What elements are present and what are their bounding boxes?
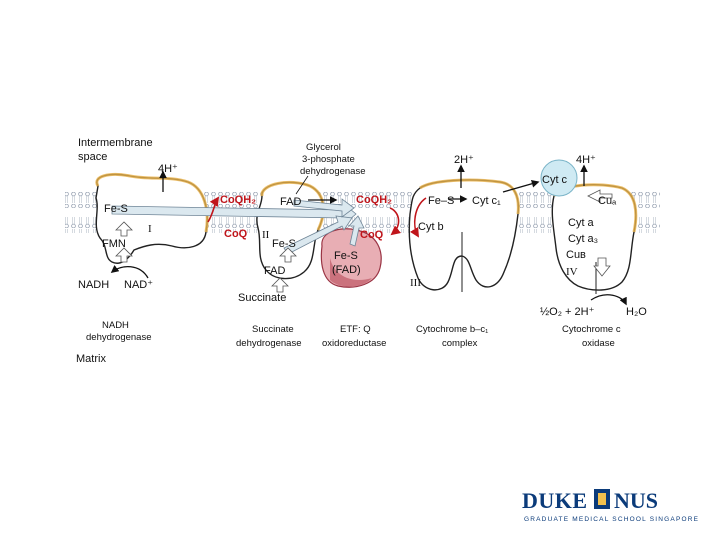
etf-name-1: ETF: Q bbox=[340, 324, 371, 335]
logo-duke-text: DUKE bbox=[522, 488, 588, 513]
cyt-c-label: Cyt c bbox=[542, 174, 568, 186]
cu-b-label: Cuʙ bbox=[566, 249, 586, 261]
etf-fad: (FAD) bbox=[332, 264, 361, 276]
coqh2-right-label: CoQH₂ bbox=[356, 194, 392, 206]
complex3-cyt-b: Cyt b bbox=[418, 221, 444, 233]
glycerol-dh-fad: FAD bbox=[280, 196, 301, 208]
complex3-roman: III bbox=[410, 277, 421, 289]
complex2-name-2: dehydrogenase bbox=[236, 338, 302, 349]
complex3-fes: Fe–S bbox=[428, 195, 454, 207]
complex2-roman: II bbox=[262, 229, 270, 241]
complex4-name-2: oxidase bbox=[582, 338, 615, 349]
cyt-a-label: Cyt a bbox=[568, 217, 595, 229]
complex3-name-1: Cytochrome b–c₁ bbox=[416, 324, 488, 335]
complex1-name-2: dehydrogenase bbox=[86, 332, 152, 343]
logo-nus-text: NUS bbox=[614, 488, 658, 513]
intermembrane-label-2: space bbox=[78, 151, 107, 163]
etf-name-2: oxidoreductase bbox=[322, 338, 386, 349]
glycerol-dh-name-1: Glycerol bbox=[306, 142, 341, 153]
glycerol-dh-name-2: 3-phosphate bbox=[302, 154, 355, 165]
matrix-label: Matrix bbox=[76, 353, 106, 365]
complex1-roman: I bbox=[148, 223, 152, 235]
complex2-fes: Fe-S bbox=[272, 238, 296, 250]
complex4-name-1: Cytochrome c bbox=[562, 324, 621, 335]
proton-arrows bbox=[163, 166, 584, 192]
complex1-protons: 4H⁺ bbox=[158, 163, 178, 175]
complex1-name-1: NADH bbox=[102, 320, 129, 331]
complex1-fes: Fe-S bbox=[104, 203, 128, 215]
cyt-a3-label: Cyt a₃ bbox=[568, 233, 598, 245]
complex4-roman: IV bbox=[566, 266, 578, 278]
nad-plus-label: NAD⁺ bbox=[124, 279, 153, 291]
logo-subtitle: GRADUATE MEDICAL SCHOOL SINGAPORE bbox=[524, 516, 699, 523]
complex1-fmn: FMN bbox=[102, 238, 126, 250]
coqh2-left-label: CoQH₂ bbox=[220, 194, 256, 206]
nadh-label: NADH bbox=[78, 279, 109, 291]
coq-right-label: CoQ bbox=[360, 229, 384, 241]
complex2-fad: FAD bbox=[264, 265, 285, 277]
glycerol-dh-name-3: dehydrogenase bbox=[300, 166, 366, 177]
succinate-label: Succinate bbox=[238, 292, 286, 304]
oxygen-reaction-right: H₂O bbox=[626, 306, 647, 318]
complex-3-shape bbox=[409, 180, 518, 292]
complex3-protons: 2H⁺ bbox=[454, 154, 474, 166]
complex2-name-1: Succinate bbox=[252, 324, 294, 335]
etf-fes: Fe-S bbox=[334, 250, 358, 262]
cu-a-label: Cuₐ bbox=[598, 195, 617, 207]
coq-left-label: CoQ bbox=[224, 228, 248, 240]
duke-nus-logo: DUKE NUS GRADUATE MEDICAL SCHOOL SINGAPO… bbox=[522, 488, 699, 523]
complex4-protons: 4H⁺ bbox=[576, 154, 596, 166]
complex3-cyt-c1: Cyt c₁ bbox=[472, 195, 501, 207]
oxygen-reaction-left: ½O₂ + 2H⁺ bbox=[540, 306, 595, 318]
intermembrane-label-1: Intermembrane bbox=[78, 137, 153, 149]
complex3-name-2: complex bbox=[442, 338, 478, 349]
